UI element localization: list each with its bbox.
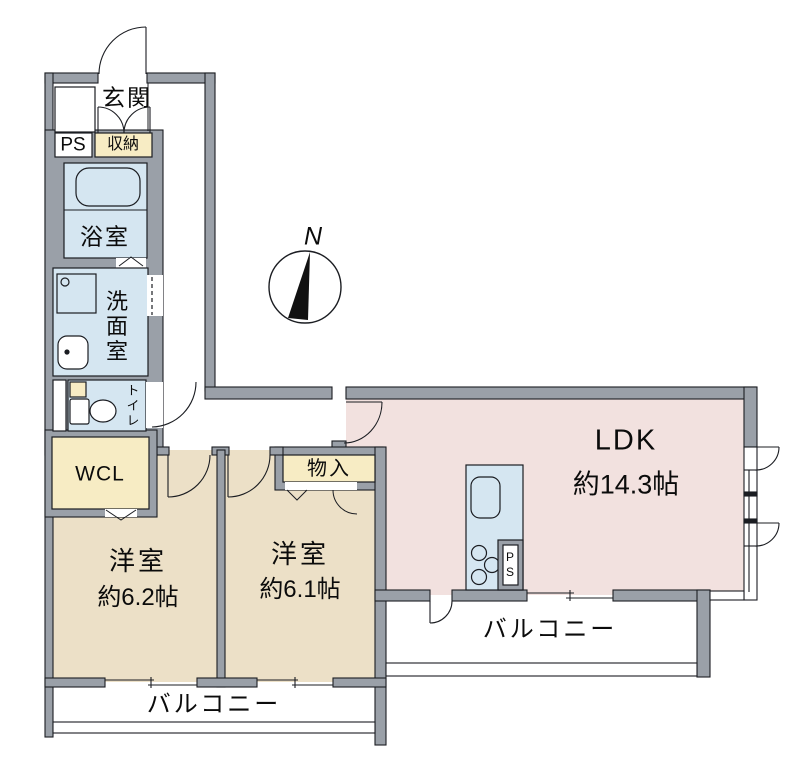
ldk-corner-window <box>709 590 745 601</box>
toilet-door-arc <box>151 381 197 428</box>
wall-ldk-right <box>743 386 758 448</box>
balcony-rooms-railing <box>52 721 376 734</box>
washroom-door-opening <box>147 275 163 316</box>
balcony-rooms-floor <box>53 687 375 722</box>
wall-rooms-bottom-c <box>332 677 387 688</box>
wall-rooms-top-c <box>269 446 284 456</box>
hall-ldk-door <box>343 401 383 444</box>
wall-ldk-bottom-b <box>451 589 528 602</box>
wall-rooms-top-a <box>156 446 170 456</box>
wcl-box <box>51 436 150 510</box>
compass <box>268 250 342 324</box>
casement2-arc <box>754 522 780 547</box>
kitchen-sink <box>470 476 501 519</box>
casement1-arc <box>754 446 780 471</box>
ldk-floor <box>346 395 748 595</box>
storage-door-mark <box>286 489 308 501</box>
bedroom1-name-label: 洋室 <box>108 546 168 576</box>
wall-between-rooms <box>216 449 226 688</box>
ldk-name-label: LDK <box>594 424 658 457</box>
bedroom2-size-label: 約6.1帖 <box>259 576 341 603</box>
storage-label: 物入 <box>307 458 351 480</box>
wall-ldk-top <box>345 386 757 400</box>
front-door <box>98 26 147 75</box>
stove-burner-1 <box>470 544 488 562</box>
ldk-sliding-window <box>527 590 613 601</box>
toilet-door-opening <box>146 382 163 428</box>
wall-hall-right <box>204 72 216 392</box>
bedroom1-door <box>167 454 211 498</box>
wall-rooms-bottom-b <box>196 677 258 688</box>
ldk-size-label: 約14.3帖 <box>572 469 680 500</box>
storage-door-opening <box>285 482 357 490</box>
stove-burner-3 <box>470 568 488 586</box>
wall-ldk-bottom-a <box>374 589 431 602</box>
bedroom1-size-label: 約6.2帖 <box>97 584 179 611</box>
washroom-sink-drain <box>64 349 70 355</box>
entrance-storage-label: 収納 <box>106 136 140 153</box>
compass-needle <box>288 252 310 320</box>
ldk-right-window-mullion1 <box>743 491 758 497</box>
toilet-bowl <box>89 399 117 423</box>
toilet-label: トイレ <box>124 383 140 429</box>
kitchen-ps-inner <box>502 544 519 586</box>
balcony-door <box>429 600 453 624</box>
pipe-space-label: PS <box>60 134 86 156</box>
entrance-shoe-cabinet <box>54 86 96 133</box>
entrance-storage-box <box>94 132 153 158</box>
fixtures <box>51 83 524 591</box>
bathroom-door-opening <box>116 258 146 268</box>
ldk-right-window-mullion2 <box>743 518 758 524</box>
bathroom-door-mark <box>118 256 144 267</box>
balcony-ldk-railing <box>385 662 698 677</box>
wall-balcony-pillar <box>696 589 711 678</box>
doors <box>97 26 453 624</box>
washing-machine-space <box>56 273 97 314</box>
bathtub <box>75 167 141 207</box>
entrance-label: 玄関 <box>102 84 152 111</box>
balcony-rooms-label: バルコニー <box>146 691 282 718</box>
balcony-ldk-floor <box>386 600 697 663</box>
wall-ldk-bottom-c <box>612 589 711 602</box>
toilet-counter <box>69 381 87 398</box>
kitchen-ps-label: PS <box>503 550 517 580</box>
wcl-door-opening <box>105 509 137 517</box>
washroom-label: 洗面室 <box>103 289 128 365</box>
wcl-label: WCL <box>75 462 125 486</box>
wcl-door-mark <box>105 509 137 521</box>
toilet-shelf <box>52 379 67 432</box>
wall-rooms-bottom-a <box>44 677 106 688</box>
bathroom-label: 浴室 <box>80 223 130 250</box>
wall-corridor-top <box>204 386 333 400</box>
bedroom1-sliding-window <box>105 677 197 688</box>
balcony-ldk-label: バルコニー <box>482 616 618 643</box>
pipe-space-box <box>54 132 93 158</box>
bedroom2-door <box>227 454 271 498</box>
entrance-storage-doors <box>97 106 151 134</box>
bedroom2-sliding-window <box>257 677 333 688</box>
storage-door-arc <box>332 489 358 515</box>
toilet-tank <box>69 398 90 425</box>
bedroom2-name-label: 洋室 <box>270 539 330 569</box>
compass-north-label: N <box>303 222 323 251</box>
washroom-sink <box>57 335 89 370</box>
washing-machine-tap <box>60 277 70 287</box>
windows <box>52 446 780 734</box>
